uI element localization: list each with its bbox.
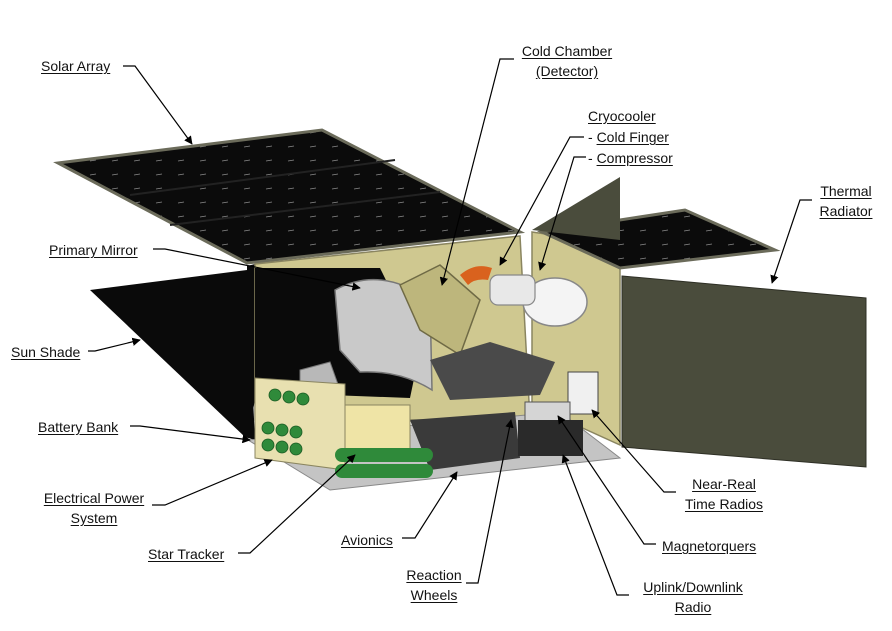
leader-battery-bank bbox=[130, 425, 251, 444]
eps-green-cylinders bbox=[335, 448, 433, 478]
leader-cold-chamber bbox=[439, 58, 514, 286]
label-compressor: - Compressor bbox=[588, 150, 673, 166]
sun-shade-body bbox=[247, 264, 255, 440]
label-thermal-radiator: Thermal Radiator bbox=[819, 183, 873, 219]
thermal-radiator-panel bbox=[621, 275, 867, 468]
leader-nrt-radios bbox=[591, 409, 676, 493]
cryo-cold-finger bbox=[460, 266, 492, 285]
label-solar-array: Solar Array bbox=[41, 58, 111, 74]
label-near-real-time-radios: Near-Real Time Radios bbox=[684, 476, 764, 512]
primary-mirror bbox=[334, 278, 433, 392]
leader-thermal-radiator bbox=[770, 199, 812, 284]
label-primary-mirror: Primary Mirror bbox=[49, 242, 138, 258]
battery-cells bbox=[261, 388, 310, 456]
leader-magnetorquers bbox=[557, 415, 656, 545]
near-real-time-radios bbox=[567, 371, 599, 415]
leader-sun-shade bbox=[88, 337, 141, 352]
leader-eps bbox=[152, 459, 273, 506]
leader-star-tracker bbox=[238, 454, 356, 554]
label-star-tracker: Star Tracker bbox=[148, 546, 225, 562]
label-sun-shade: Sun Shade bbox=[11, 344, 81, 360]
label-electrical-power-system: Electrical Power System bbox=[43, 490, 145, 526]
label-reaction-wheels: Reaction Wheels bbox=[406, 567, 462, 603]
label-battery-bank: Battery Bank bbox=[38, 419, 119, 435]
radiator-flap-top bbox=[532, 177, 620, 240]
leader-reaction-wheels bbox=[466, 419, 514, 584]
avionics-box bbox=[410, 412, 520, 470]
leader-uplink bbox=[561, 454, 629, 596]
sun-shade-panel bbox=[90, 270, 255, 440]
label-uplink-downlink-radio: Uplink/Downlink Radio bbox=[643, 579, 743, 615]
leader-cold-finger bbox=[499, 136, 584, 266]
leader-compressor bbox=[538, 156, 586, 271]
optical-bench bbox=[430, 342, 555, 400]
leader-solar-array bbox=[123, 65, 193, 145]
label-cryocooler: Cryocooler bbox=[588, 108, 656, 124]
leader-primary-mirror bbox=[153, 248, 361, 291]
cold-chamber bbox=[399, 264, 481, 357]
leader-avionics bbox=[402, 471, 458, 539]
label-cold-chamber: Cold Chamber (Detector) bbox=[521, 43, 613, 79]
label-avionics: Avionics bbox=[341, 532, 393, 548]
label-magnetorquers: Magnetorquers bbox=[662, 538, 757, 554]
label-cold-finger: - Cold Finger bbox=[588, 129, 669, 145]
solar-array-panel bbox=[53, 128, 526, 265]
leader-lines bbox=[88, 58, 812, 596]
